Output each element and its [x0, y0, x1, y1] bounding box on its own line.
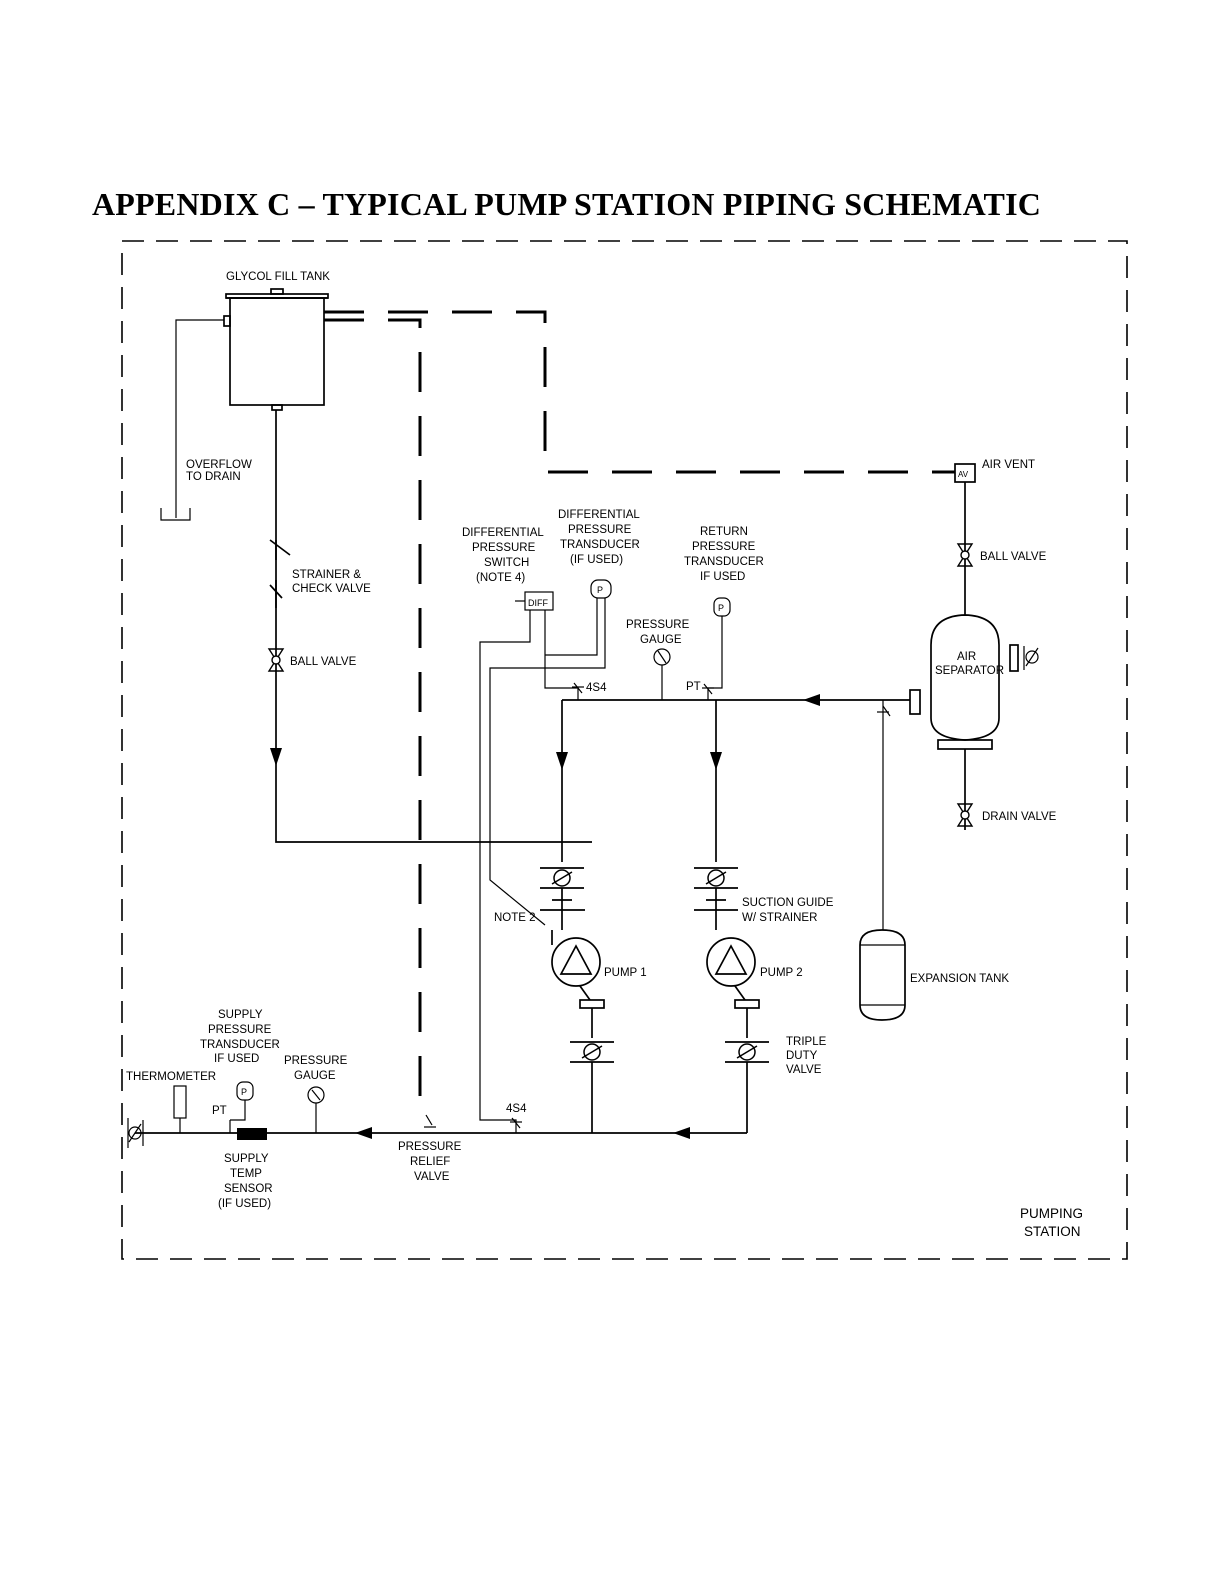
supply-pressure-transducer [236, 1081, 254, 1101]
label-pt-top: PT [686, 681, 701, 693]
label-overflow-1: OVERFLOW [186, 459, 252, 471]
label-tdv-3: VALVE [786, 1064, 822, 1076]
pumping-station-boundary [121, 240, 1128, 1260]
expansion-tank [859, 929, 906, 1021]
label-4s4-top: 4S4 [586, 682, 607, 694]
label-spt-3: TRANSDUCER [200, 1039, 280, 1051]
label-overflow-2: TO DRAIN [186, 471, 241, 483]
label-pg-top-2: GAUGE [640, 634, 682, 646]
supply-temp-sensor [237, 1128, 267, 1140]
label-dpt-3: TRANSDUCER [560, 539, 640, 551]
pressure-gauge-bottom [307, 1086, 325, 1104]
label-4s4-bottom: 4S4 [506, 1103, 527, 1115]
label-tdv-1: TRIPLE [786, 1036, 827, 1048]
label-spt-1: SUPPLY [218, 1009, 263, 1021]
label-drain-valve: DRAIN VALVE [982, 811, 1057, 823]
label-pg-bottom-2: GAUGE [294, 1070, 336, 1082]
label-ball-valve-left: BALL VALVE [290, 656, 357, 668]
valve-4s4-bottom [510, 1117, 522, 1129]
label-pump-2: PUMP 2 [760, 967, 803, 979]
label-suction-1: SUCTION GUIDE [742, 897, 834, 909]
label-pg-top-1: PRESSURE [626, 619, 690, 631]
diagram-labels: GLYCOL FILL TANK OVERFLOW TO DRAIN STRAI… [126, 271, 1083, 1239]
label-rpt-4: IF USED [700, 571, 745, 583]
label-stemp-2: TEMP [230, 1168, 262, 1180]
label-stemp-4: (IF USED) [218, 1198, 271, 1210]
label-thermometer: THERMOMETER [126, 1071, 216, 1083]
label-tdv-2: DUTY [786, 1050, 818, 1062]
label-dps-3: SWITCH [484, 557, 529, 569]
triple-duty-valve-1 [569, 1041, 615, 1063]
supply-end-fitting [127, 1118, 144, 1148]
suction-guide-2 [693, 867, 739, 889]
label-air-separator-2: SEPARATOR [935, 665, 1004, 677]
air-separator [909, 614, 1039, 750]
label-p-tag-dpt: P [597, 585, 603, 595]
label-prv-1: PRESSURE [398, 1141, 462, 1153]
valve-4s4-top [572, 682, 584, 694]
label-p-tag-rpt: P [718, 603, 724, 613]
label-dpt-2: PRESSURE [568, 524, 632, 536]
differential-pressure-transducer [590, 579, 612, 599]
label-dps-2: PRESSURE [472, 542, 536, 554]
label-dps-1: DIFFERENTIAL [462, 527, 544, 539]
pump-2 [706, 937, 756, 987]
label-av-tag: AV [958, 470, 969, 479]
label-stemp-1: SUPPLY [224, 1153, 269, 1165]
page-title: APPENDIX C – TYPICAL PUMP STATION PIPING… [92, 186, 1042, 222]
label-glycol-fill-tank: GLYCOL FILL TANK [226, 271, 330, 283]
label-spt-4: IF USED [214, 1053, 259, 1065]
label-prv-2: RELIEF [410, 1156, 450, 1168]
label-pumping-1: PUMPING [1020, 1206, 1083, 1221]
pressure-relief-valve [424, 1114, 436, 1128]
label-p-tag-spt: P [241, 1087, 247, 1097]
label-rpt-3: TRANSDUCER [684, 556, 764, 568]
label-strainer-1: STRAINER & [292, 569, 361, 581]
label-rpt-1: RETURN [700, 526, 748, 538]
label-pg-bottom-1: PRESSURE [284, 1055, 348, 1067]
label-stemp-3: SENSOR [224, 1183, 273, 1195]
strainer-check-valve [269, 539, 291, 608]
label-ball-valve-right: BALL VALVE [980, 551, 1047, 563]
suction-guide-1 [539, 867, 585, 889]
thermometer [173, 1085, 187, 1119]
label-pt-bottom: PT [212, 1105, 227, 1117]
label-note-2: NOTE 2 [494, 912, 536, 924]
label-prv-3: VALVE [414, 1171, 450, 1183]
label-diff-tag: DIFF [528, 598, 548, 608]
label-pump-1: PUMP 1 [604, 967, 647, 979]
label-air-vent: AIR VENT [982, 459, 1035, 471]
label-dpt-1: DIFFERENTIAL [558, 509, 640, 521]
label-suction-2: W/ STRAINER [742, 912, 817, 924]
label-strainer-2: CHECK VALVE [292, 583, 371, 595]
glycol-fill-tank [223, 288, 329, 411]
triple-duty-valve-2 [724, 1041, 770, 1063]
label-dps-4: (NOTE 4) [476, 572, 525, 584]
vent-return-dashed-line [324, 310, 955, 474]
overflow-line [175, 319, 224, 518]
label-air-separator-1: AIR [957, 651, 976, 663]
label-pumping-2: STATION [1024, 1224, 1081, 1239]
label-expansion-tank: EXPANSION TANK [910, 973, 1009, 985]
label-rpt-2: PRESSURE [692, 541, 756, 553]
label-dpt-4: (IF USED) [570, 554, 623, 566]
label-spt-2: PRESSURE [208, 1024, 272, 1036]
pump-1 [551, 937, 601, 987]
